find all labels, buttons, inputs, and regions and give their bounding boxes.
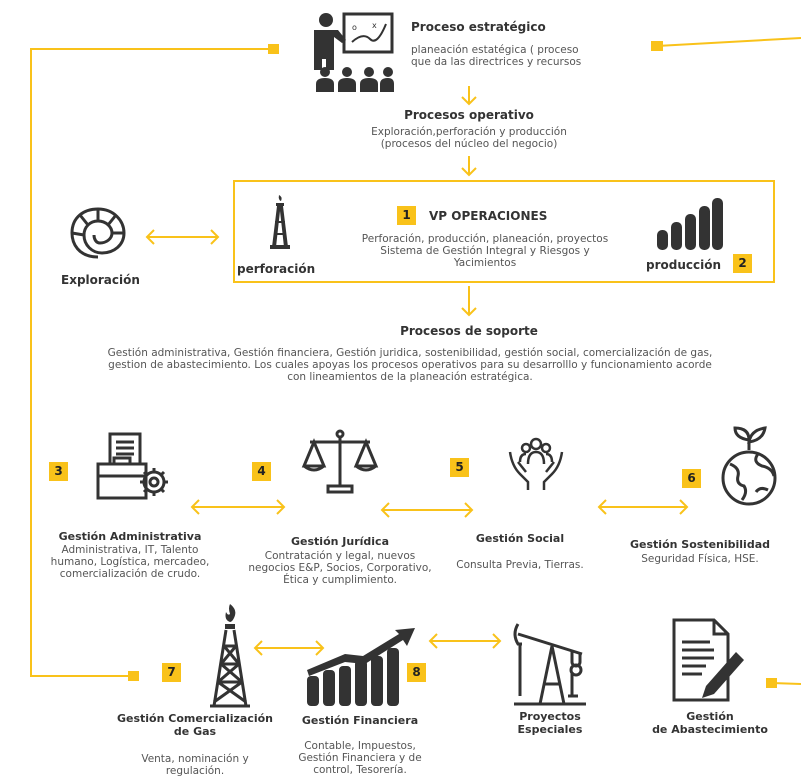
badge-3: 3 [49,462,68,481]
juridica-line2: negocios E&P, Socios, Corporativo, [248,562,432,574]
sostenibilidad-line1: Seguridad Física, HSE. [641,553,759,565]
vp-operaciones-box [233,180,775,283]
support-line3: con lineamientos de la planeación estrat… [287,371,533,383]
vp-line3: Yacimientos [453,257,517,269]
badge-6: 6 [682,469,701,488]
oil-pumpjack-icon [512,622,588,706]
admin-briefcase-gear-icon [96,430,172,506]
badge-2: 2 [733,254,752,273]
gas-title-line1: Gestión Comercialización [116,712,274,725]
gas-flare-tower-icon [208,602,252,708]
badge-5: 5 [450,458,469,477]
juridica-line1: Contratación y legal, nuevos [264,550,416,562]
strategic-desc-line1: planeación estatégica ( proceso [411,44,579,56]
earth-plant-icon [718,424,780,506]
vp-title: VP OPERACIONES [429,209,548,223]
proyectos-title-line1: Proyectos [519,710,581,723]
sostenibilidad-title: Gestión Sostenibilidad [630,538,770,551]
produccion-label: producción [646,258,722,272]
strategic-title: Proceso estratégico [411,20,546,34]
production-bars-icon [655,196,723,250]
left-connector-line [30,48,270,677]
svg-text:o: o [352,23,357,32]
drilling-rig-icon [268,193,292,249]
svg-text:x: x [372,21,377,30]
vp-line1: Perforación, producción, planeación, pro… [361,233,609,245]
abastecimiento-title-line2: de Abastecimiento [652,723,768,736]
juridica-title: Gestión Jurídica [291,535,389,548]
admin-title: Gestión Administrativa [58,530,202,543]
badge-4: 4 [252,462,271,481]
document-pen-icon [670,618,746,704]
perforacion-label: perforación [237,262,316,276]
right-top-connector-line [656,37,801,47]
badge-7: 7 [162,663,181,682]
vp-line2: Sistema de Gestión Integral y Riesgos y [380,245,590,257]
justice-scale-icon [300,428,380,494]
operative-title: Procesos operativo [404,108,534,122]
badge-1: 1 [397,206,416,225]
financial-growth-chart-icon [305,626,417,706]
exploracion-label: Exploración [61,273,140,287]
financiera-line3: control, Tesorería. [313,764,407,776]
financiera-title: Gestión Financiera [301,714,419,727]
support-line2: gestion de abastecimiento. Los cuales ap… [108,359,712,371]
admin-line2: humano, Logística, mercadeo, [50,556,210,568]
strategic-desc-line2: que da las directrices y recursos [411,56,582,68]
gas-title-line2: de Gas [173,725,217,738]
operative-desc-line2: (procesos del núcleo del negocio) [380,138,558,150]
social-title: Gestión Social [475,532,565,545]
gas-line2: regulación. [165,765,225,777]
juridica-line3: Ética y cumplimiento. [283,574,397,586]
admin-line1: Administrativa, IT, Talento [61,544,199,556]
operative-desc-line1: Exploración,perforación y producción [371,126,567,138]
abastecimiento-title-line1: Gestión [686,710,734,723]
badge-8: 8 [407,663,426,682]
social-hands-people-icon [506,432,566,492]
financiera-line2: Gestión Financiera y de [298,752,422,764]
financiera-line1: Contable, Impuestos, [304,740,416,752]
admin-line3: comercialización de crudo. [59,568,201,580]
social-line1: Consulta Previa, Tierras. [456,559,584,571]
gas-line1: Venta, nominación y [141,753,249,765]
support-line1: Gestión administrativa, Gestión financie… [107,347,713,359]
ammonite-icon [68,205,128,261]
support-title: Procesos de soporte [400,324,538,338]
strategy-presentation-icon: x o [308,12,394,92]
proyectos-title-line2: Especiales [517,723,583,736]
